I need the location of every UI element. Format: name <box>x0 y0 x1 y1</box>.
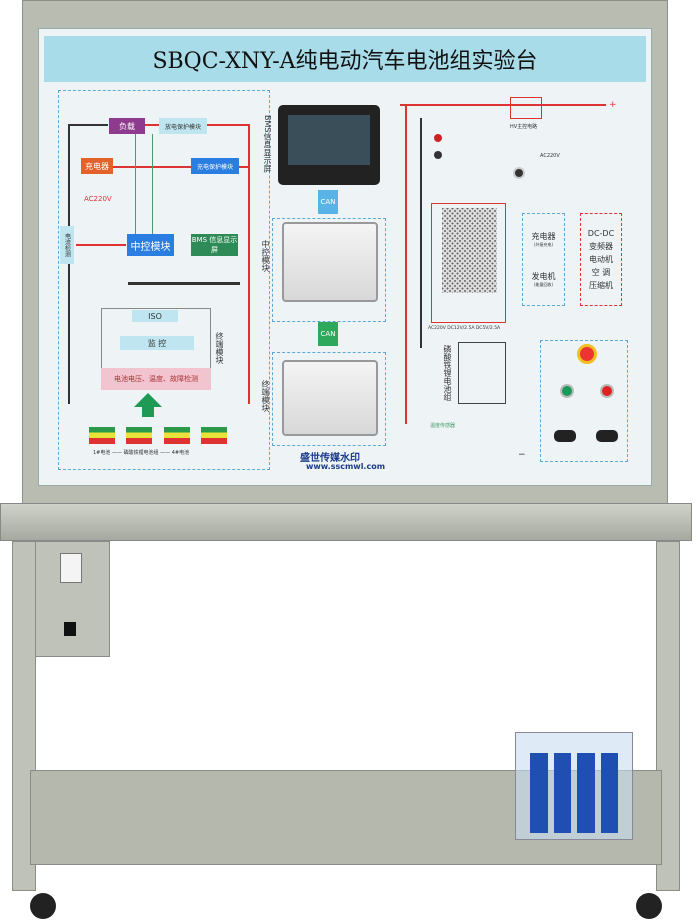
terminal-black[interactable] <box>434 151 442 159</box>
plus-terminal: + <box>609 100 617 110</box>
page-title: SBQC-XNY-A纯电动汽车电池组实验台 <box>44 36 646 82</box>
knob-icon[interactable] <box>513 167 525 179</box>
emergency-stop-button[interactable] <box>577 344 597 364</box>
charger-sub: (外接充电) <box>533 242 554 248</box>
psu-frame <box>431 203 506 323</box>
up-arrow-stem <box>142 407 154 417</box>
can-arrow: CAN <box>318 190 338 214</box>
iso-box: ISO <box>132 310 178 322</box>
socket-icon <box>596 430 618 442</box>
can-arrow: CAN <box>318 322 338 346</box>
wire <box>152 134 153 234</box>
relay-label: HV主控电路 <box>510 124 538 130</box>
central-module-unit <box>282 222 378 302</box>
battery-cell <box>530 753 548 833</box>
start-button[interactable] <box>560 384 574 398</box>
terminal-area <box>272 352 386 446</box>
terminal-module-unit <box>282 360 378 436</box>
battery-cell <box>553 753 571 833</box>
battery-icon <box>126 427 152 444</box>
battery-cell <box>600 753 618 833</box>
bms-display-box: BMS 信息显示屏 <box>191 234 238 256</box>
psu-spec: AC220V DC12V/2.5A DC5V/2.5A <box>428 326 501 331</box>
left-diagram-area <box>58 90 270 470</box>
charge-protect-box: 充电保护模块 <box>191 158 239 174</box>
screen <box>288 115 370 165</box>
terminal-red[interactable] <box>434 134 442 142</box>
watermark-name: 盛世传媒水印 <box>300 453 360 464</box>
central-label: 中控模块 <box>261 240 270 272</box>
lifepo4-label: 磷酸铁锂电池组 <box>443 345 452 401</box>
battery-icon <box>201 427 227 444</box>
wire <box>400 104 606 106</box>
discharge-protect-box: 放电保护模块 <box>159 118 207 134</box>
bms-screen-label: BMS信息显示屏 <box>263 115 272 173</box>
lifepo4-cells <box>458 342 506 404</box>
caster-wheel <box>636 893 662 919</box>
control-button-area <box>540 340 628 462</box>
detect-box: 电池电压、温度、故障检测 <box>101 368 211 390</box>
load-item: 空 调 <box>591 268 611 277</box>
wire <box>68 124 108 126</box>
wire <box>135 134 136 234</box>
ac220-plug-label: AC220V <box>540 153 560 159</box>
relay-icon <box>510 97 542 119</box>
table-top <box>0 503 692 541</box>
charger-box: 充电器 <box>81 158 113 174</box>
stop-button[interactable] <box>600 384 614 398</box>
arrow-line <box>76 244 126 246</box>
power-supply <box>442 208 497 293</box>
battery-icon <box>164 427 190 444</box>
watermark-url: www.sscmwl.com <box>306 462 386 471</box>
power-socket[interactable] <box>64 622 76 636</box>
wire <box>248 124 250 404</box>
load-item: 电动机 <box>589 255 613 264</box>
breaker-switch[interactable] <box>60 553 82 583</box>
battery-pack <box>515 732 633 840</box>
load-item: 压缩机 <box>589 281 613 290</box>
terminal-module-label: 终端模块 <box>215 332 224 364</box>
central-area <box>272 218 386 322</box>
battery-icon <box>89 427 115 444</box>
minus-terminal: − <box>518 450 526 460</box>
socket-icon <box>554 430 576 442</box>
ac220-label: AC220V <box>84 195 112 203</box>
fuse-box: 负载 <box>109 118 145 134</box>
load-item: DC-DC <box>587 229 615 238</box>
can-bus <box>128 282 240 285</box>
terminal-label: 终端模块 <box>261 380 270 412</box>
charger-box-label: 充电器 <box>531 232 556 242</box>
charger-generator-box: 充电器(外接充电) 发电机(能量回收) <box>522 213 565 306</box>
wire <box>110 166 248 168</box>
loads-box: DC-DC 变频器 电动机 空 调 压缩机 <box>580 213 622 306</box>
wire <box>68 124 70 404</box>
wire <box>420 118 422 348</box>
battery-labels: 1#电池 —— 磷酸铁锂电池组 —— 4#电池 <box>93 450 190 456</box>
load-item: 变频器 <box>589 242 613 251</box>
monitor-box: 监 控 <box>120 336 194 350</box>
generator-sub: (能量回收) <box>533 281 554 287</box>
caster-wheel <box>30 893 56 919</box>
current-detect-box: 电流检测 <box>60 226 74 264</box>
battery-cell <box>577 753 595 833</box>
bms-display-screen[interactable] <box>278 105 380 185</box>
wire <box>405 104 407 424</box>
generator-label: 发电机 <box>531 271 556 281</box>
central-module-box: 中控模块 <box>127 234 174 256</box>
temp-sensor-label: 温度传感器 <box>430 423 456 429</box>
up-arrow-icon <box>134 393 162 407</box>
